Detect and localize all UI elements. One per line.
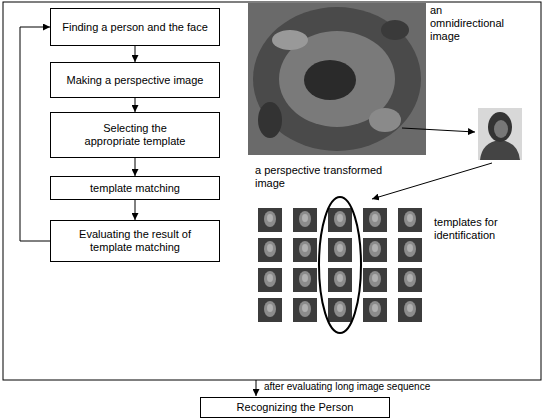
process-box: template matching <box>50 176 220 200</box>
template-image <box>293 238 317 262</box>
template-image <box>363 208 387 232</box>
face-head <box>488 112 512 142</box>
template-image <box>293 268 317 292</box>
image-ground <box>248 3 426 155</box>
box-text: Evaluating the result of template matchi… <box>70 228 200 254</box>
box-text: Selecting the appropriate template <box>79 122 191 148</box>
template-image <box>363 298 387 322</box>
image-blob <box>369 108 401 132</box>
template-image <box>258 208 282 232</box>
process-box: Finding a person and the face <box>50 8 220 46</box>
omnidirectional-image <box>248 3 426 155</box>
box-text: Making a perspective image <box>67 74 204 87</box>
selection-ellipse <box>319 197 361 333</box>
annotation-label: after evaluating long image sequence <box>264 381 430 393</box>
image-ring <box>253 7 421 151</box>
image-label: an omnidirectional image <box>430 4 514 43</box>
transform-arrow <box>402 128 475 132</box>
image-blob <box>258 102 282 138</box>
template-image <box>398 238 422 262</box>
outer-frame <box>3 2 541 380</box>
box-text: template matching <box>90 182 180 195</box>
flow-arrow <box>20 27 50 241</box>
template-image <box>363 268 387 292</box>
box-text: Finding a person and the face <box>62 21 208 34</box>
template-image <box>328 268 352 292</box>
template-image <box>328 298 352 322</box>
face-skin <box>494 120 508 138</box>
face-ground <box>478 108 522 160</box>
template-image <box>258 268 282 292</box>
image-blob <box>272 30 308 50</box>
image-label: a perspective transformed image <box>255 164 395 190</box>
flow-arrow <box>135 158 136 176</box>
image-label: templates for identification <box>434 216 534 242</box>
template-image <box>328 238 352 262</box>
template-grid <box>258 208 422 322</box>
template-image <box>398 298 422 322</box>
result-arrow <box>256 380 257 396</box>
face-shoulders <box>480 140 520 160</box>
template-image <box>293 208 317 232</box>
process-box: Recognizing the Person <box>200 397 390 418</box>
face-image <box>478 108 522 160</box>
process-box: Making a perspective image <box>50 62 220 98</box>
template-image <box>258 298 282 322</box>
template-image <box>258 238 282 262</box>
process-box: Selecting the appropriate template <box>50 112 220 158</box>
template-image <box>328 208 352 232</box>
template-image <box>293 298 317 322</box>
template-image <box>398 268 422 292</box>
flow-arrow <box>135 200 136 220</box>
template-image <box>398 208 422 232</box>
box-text: Recognizing the Person <box>237 401 354 414</box>
process-box: Evaluating the result of template matchi… <box>50 220 220 262</box>
template-image <box>363 238 387 262</box>
flow-arrow <box>135 46 136 62</box>
image-center <box>304 60 356 100</box>
flow-arrow <box>135 98 136 112</box>
image-blob <box>381 20 409 40</box>
